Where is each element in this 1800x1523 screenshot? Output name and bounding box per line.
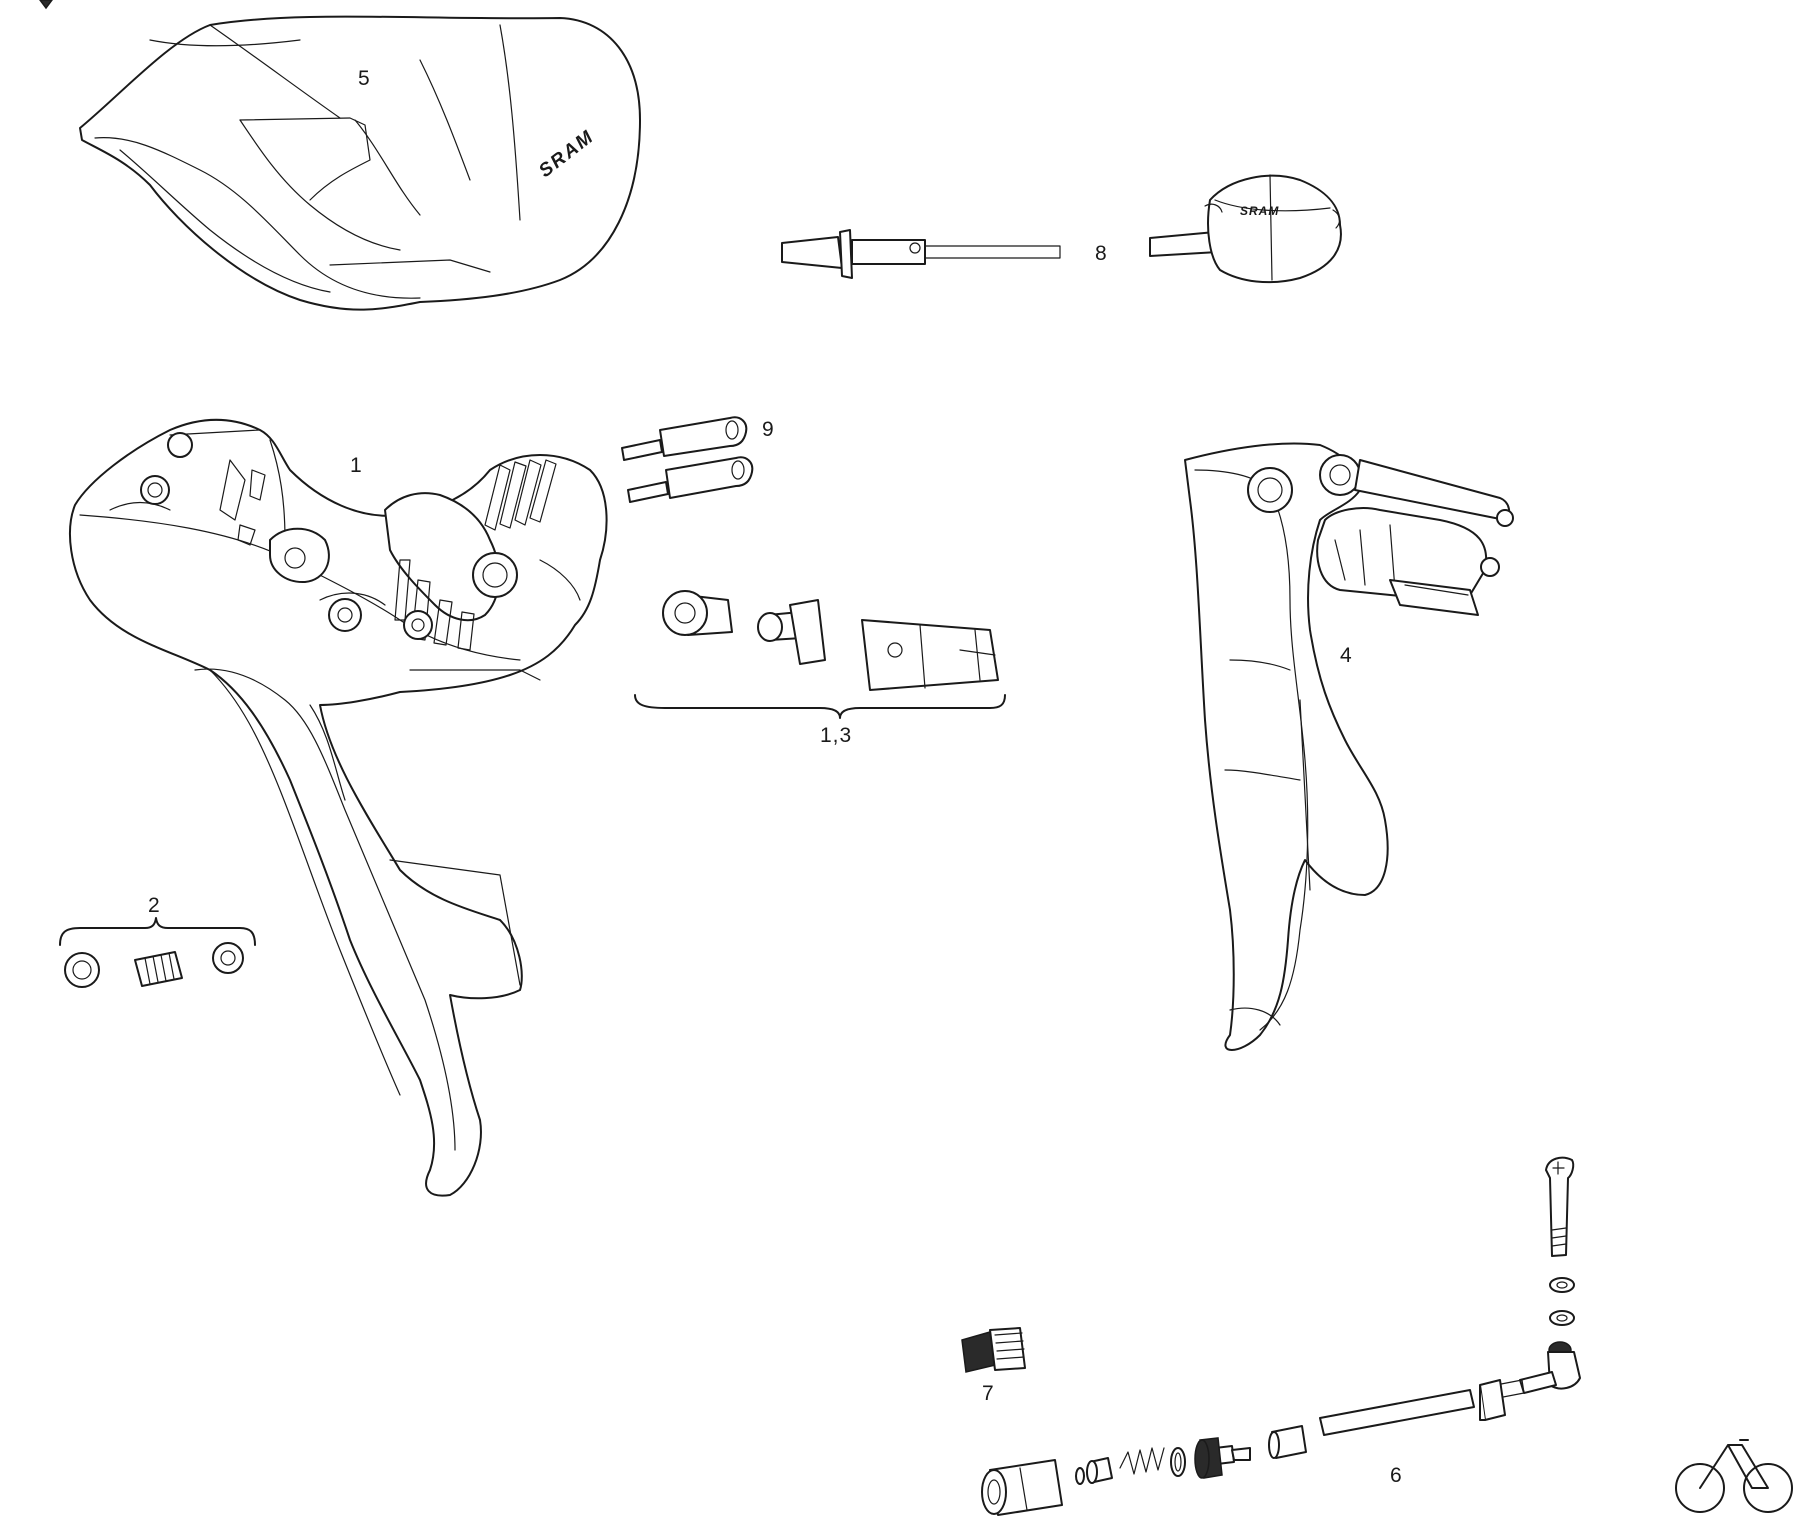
cap-logo: SRAM: [1240, 204, 1279, 218]
callout-1-3: 1,3: [820, 724, 852, 747]
part-1-shifter-body: [69, 418, 608, 1197]
callout-9: 9: [762, 418, 775, 441]
part-1-3-hardware: [662, 590, 999, 691]
part-6-hose-assembly: [981, 1156, 1581, 1516]
brace-1-3: [634, 694, 1006, 719]
part-2-hardware: [64, 942, 244, 988]
callout-4: 4: [1340, 644, 1353, 667]
callout-6: 6: [1390, 1464, 1403, 1487]
part-8-cable-and-cap: SRAM: [781, 174, 1342, 284]
callout-1: 1: [350, 454, 363, 477]
part-9-pins: [621, 416, 754, 503]
bicycle-icon: [1675, 1439, 1793, 1513]
callout-8: 8: [1095, 242, 1108, 265]
part-5-hood: SRAM: [79, 15, 641, 311]
callout-5: 5: [358, 67, 371, 90]
callout-2: 2: [148, 894, 161, 917]
brace-2: [59, 917, 256, 946]
part-4-brake-lever: [1184, 442, 1514, 1051]
callout-7: 7: [982, 1382, 995, 1405]
part-7-fitting: [961, 1327, 1026, 1373]
corner-mark: [39, 0, 53, 10]
